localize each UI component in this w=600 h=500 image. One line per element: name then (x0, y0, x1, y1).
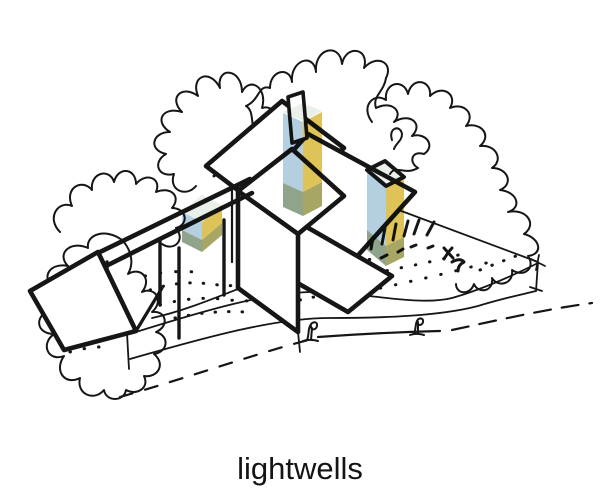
lightwell-right (367, 161, 404, 266)
wall-base-post (126, 332, 130, 370)
lightwell-center-blue-base (283, 183, 303, 216)
lightwell-center-top-face (283, 103, 322, 121)
lightwell-left-blue-face (182, 212, 202, 240)
lightwell-left-yellow-face (202, 205, 222, 240)
lightwell-center-yellow-base (303, 182, 322, 216)
lightwell-left-top-face (182, 195, 222, 222)
tree-outline-right (366, 81, 539, 294)
garden-wall (27, 249, 139, 353)
building-sketch-group (27, 90, 418, 353)
road-centerline-dashed (118, 336, 318, 399)
stipple-dots (348, 260, 492, 297)
lightwell-center-blue-face (283, 113, 303, 192)
figure-sketch-right (409, 317, 425, 336)
tree-outline-top-center (245, 49, 431, 175)
lightwell-center-yellow-face (303, 112, 322, 192)
stipple-dots (143, 270, 197, 278)
lightwell-right-yellow-face (386, 177, 404, 246)
lightwell-right-blue-face (367, 170, 386, 246)
tree-branch-curl (390, 127, 403, 150)
curb-line-lower (129, 290, 537, 360)
lightwell-right-top-face (367, 161, 404, 186)
lightwell-right-blue-base (367, 230, 386, 266)
figure-sketch-left (302, 321, 319, 342)
garden-wall-return (134, 286, 164, 333)
lightwells-group (182, 103, 404, 266)
lightwell-center (283, 103, 322, 216)
pergola-posts (230, 184, 240, 264)
lightwell-left-yellow-base (202, 223, 222, 252)
pergola-beam-upper (95, 176, 253, 256)
pergola-beam-lower (103, 190, 255, 269)
ground-break-line (151, 288, 239, 319)
lightwell-right-yellow-base (386, 237, 404, 266)
central-block-front (235, 188, 301, 335)
lightwell-left (182, 195, 222, 252)
lightwell-left-blue-base (182, 230, 202, 252)
caption-label: lightwells (237, 451, 363, 486)
road-centerline-dashed-right (450, 301, 594, 332)
road-centerline-solid (316, 329, 442, 339)
